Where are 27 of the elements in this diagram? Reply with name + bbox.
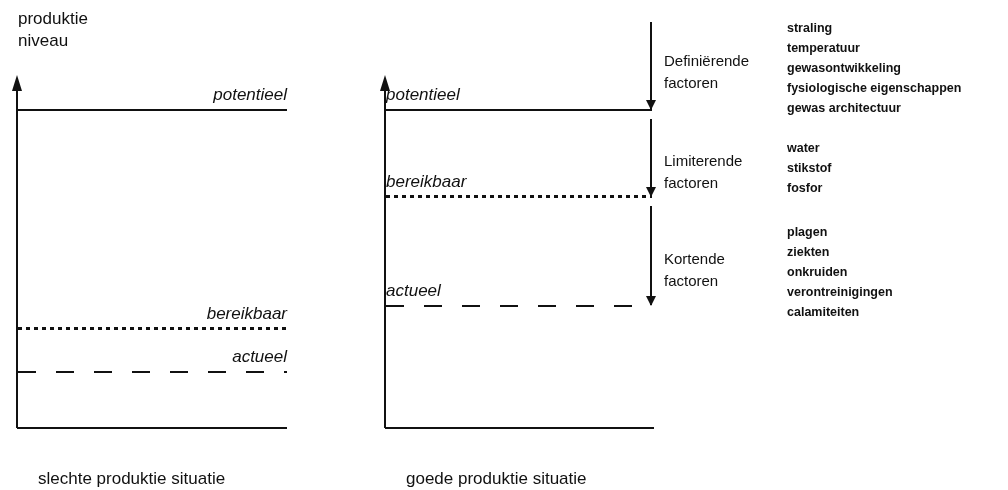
factor-label: calamiteiten — [787, 304, 860, 321]
factor-label: straling — [787, 20, 833, 37]
caption: goede produktie situatie — [406, 469, 587, 489]
factor-label: gewasontwikkeling — [787, 60, 901, 77]
factor-label: water — [787, 140, 820, 157]
level-label: potentieel — [386, 85, 460, 105]
edge-label: Definiërende factoren — [664, 51, 751, 93]
factor-label: gewas architectuur — [787, 100, 901, 117]
factor-label: plagen — [787, 224, 828, 241]
arrow — [646, 118, 656, 197]
factor-label: verontreinigingen — [787, 284, 893, 301]
caption: slechte produktie situatie — [38, 469, 226, 489]
level-label: bereikbaar — [386, 172, 467, 192]
edge-label: Kortende factoren — [664, 249, 726, 291]
edge-label: Limiterende factoren — [664, 151, 744, 193]
level-label: actueel — [386, 281, 441, 301]
arrow — [646, 205, 656, 306]
level-label: potentieel — [213, 85, 287, 105]
axis-title: produktie niveau — [18, 8, 89, 52]
factor-label: fysiologische eigenschappen — [787, 80, 962, 97]
factor-label: fosfor — [787, 180, 823, 197]
level-label: actueel — [232, 347, 287, 367]
factor-label: onkruiden — [787, 264, 848, 281]
factor-label: stikstof — [787, 160, 832, 177]
factor-label: temperatuur — [787, 40, 860, 57]
level-label: bereikbaar — [206, 304, 287, 324]
factor-label: ziekten — [787, 244, 830, 261]
